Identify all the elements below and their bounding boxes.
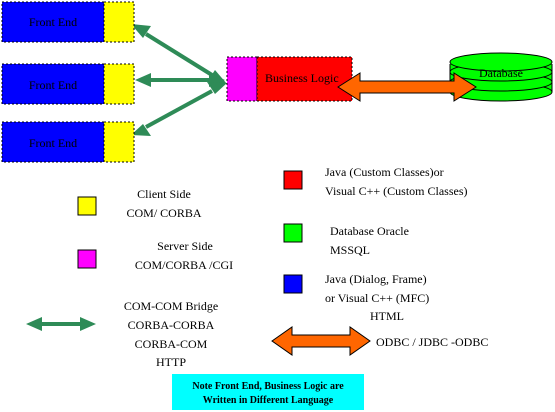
green-arrow-connector-3 (131, 82, 227, 136)
red-line-2: Visual C++ (Custom Classes) (325, 184, 467, 198)
bridge-line-1: COM-COM Bridge (124, 299, 218, 313)
legend-blue: Java (Dialog, Frame) or Visual C++ (MFC)… (283, 272, 429, 323)
note-line-1: Note Front End, Business Logic are (192, 381, 344, 392)
legend-client-side: Client Side COM/ CORBA (77, 187, 202, 220)
bridge-line-3: CORBA-COM (135, 337, 208, 351)
front-end-block-3: Front End (1, 121, 135, 163)
blue-line-1: Java (Dialog, Frame) (325, 272, 427, 286)
red-line-1: Java (Custom Classes)or (325, 165, 444, 179)
client-side-detail: COM/ CORBA (126, 206, 201, 220)
front-end-label-2: Front End (29, 78, 77, 92)
odbc-label: ODBC / JDBC -ODBC (376, 335, 488, 349)
note-line-2: Written in Different Language (203, 395, 334, 406)
business-logic-block: Business Logic (226, 56, 353, 102)
blue-line-2: or Visual C++ (MFC) (325, 291, 429, 305)
green-line-2: MSSQL (330, 243, 370, 257)
business-logic-label: Business Logic (265, 71, 339, 85)
legend-server-side: Server Side COM/CORBA /CGI (77, 239, 233, 272)
legend-odbc: ODBC / JDBC -ODBC (271, 326, 488, 356)
front-end-label-3: Front End (29, 136, 77, 150)
note-box: Note Front End, Business Logic are Writt… (172, 374, 364, 410)
database-label: Database (479, 66, 523, 80)
front-end-block-1: Front End (1, 1, 135, 43)
bridge-line-4: HTTP (156, 355, 186, 369)
legend-green: Database Oracle MSSQL (283, 223, 409, 257)
client-side-title: Client Side (137, 187, 191, 201)
green-line-1: Database Oracle (330, 224, 409, 238)
legend-green-arrow-icon (26, 317, 96, 331)
bridge-line-2: CORBA-CORBA (128, 318, 215, 332)
blue-line-3: HTML (370, 309, 404, 323)
legend-bridge: COM-COM Bridge CORBA-CORBA CORBA-COM HTT… (26, 299, 218, 369)
legend-orange-arrow-icon (271, 326, 371, 356)
legend-red: Java (Custom Classes)or Visual C++ (Cust… (283, 165, 467, 198)
orange-arrow-connector (337, 72, 477, 102)
front-end-block-2: Front End (1, 63, 135, 105)
server-side-detail: COM/CORBA /CGI (135, 258, 233, 272)
front-end-label-1: Front End (29, 15, 77, 29)
server-side-title: Server Side (157, 239, 213, 253)
